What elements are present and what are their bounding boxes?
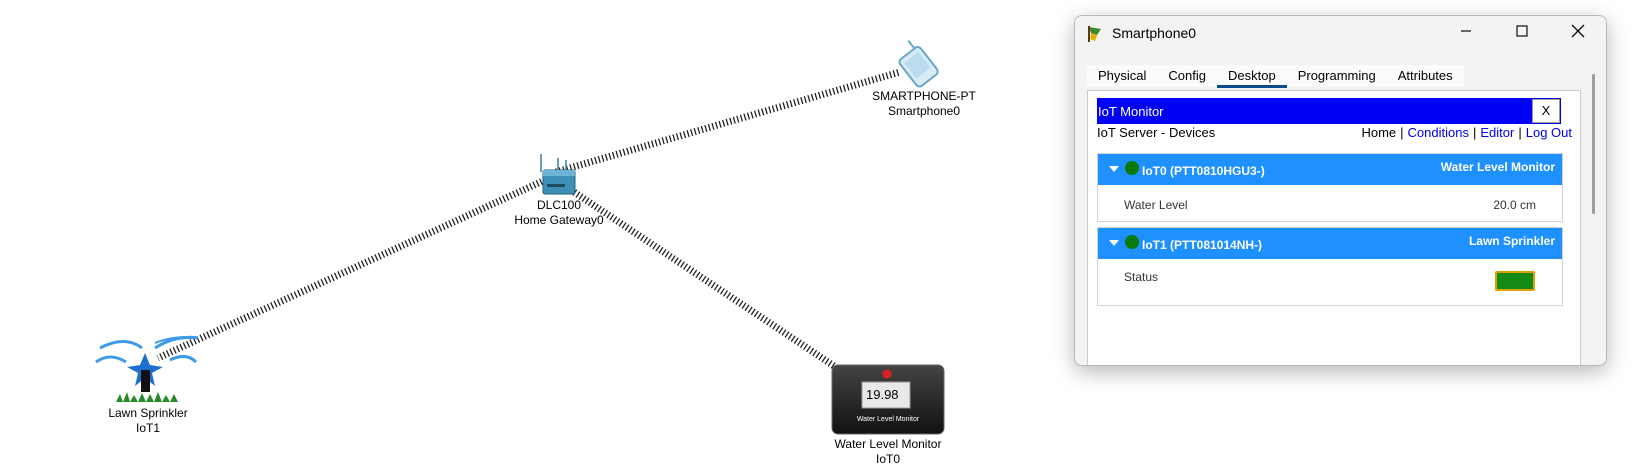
tab-physical[interactable]: Physical [1098, 68, 1147, 83]
iot-server-devices-title: IoT Server - Devices [1097, 125, 1216, 140]
sprinkler-status-toggle[interactable] [1495, 271, 1535, 291]
device-type: Water Level Monitor [1440, 160, 1555, 174]
nav-separator: | [1400, 125, 1404, 140]
iot-monitor-header: IoT Monitor X [1097, 98, 1561, 124]
water-monitor-display-value: 19.98 [866, 387, 899, 402]
device-status-dot [1125, 235, 1139, 249]
iot-monitor-close-button[interactable]: X [1532, 99, 1560, 123]
water-monitor-name: IoT0 [875, 452, 900, 466]
water-level-label: Water Level [1124, 198, 1188, 212]
water-level-value: 20.0 cm [1493, 198, 1536, 212]
link-gateway-smartphone [555, 68, 901, 176]
water-monitor-screen-label: Water Level Monitor [857, 416, 920, 423]
device-status-dot [1125, 161, 1139, 175]
maximize-icon [1516, 24, 1528, 42]
device-name: IoT0 (PTT0810HGU3-) [1142, 164, 1265, 178]
window-tab-bar: Physical Config Desktop Programming Attr… [1087, 65, 1464, 88]
vertical-scrollbar[interactable] [1592, 74, 1595, 214]
tab-config[interactable]: Config [1168, 68, 1206, 83]
smartphone-label: SMARTPHONE-PT Smartphone0 [872, 89, 976, 119]
home-gateway-icon[interactable] [540, 154, 576, 195]
device-name: IoT1 (PTT081014NH-) [1142, 238, 1263, 252]
nav-editor-link[interactable]: Editor [1480, 125, 1515, 140]
chevron-down-icon [1109, 166, 1119, 172]
maximize-button[interactable] [1494, 16, 1550, 50]
window-titlebar[interactable]: Smartphone0 [1075, 16, 1606, 50]
desktop-content-pane: IoT Monitor X IoT Server - Devices Home|… [1087, 90, 1581, 365]
nav-separator: | [1472, 125, 1477, 140]
nav-home-link[interactable]: Home [1361, 125, 1397, 140]
device-card-iot0: IoT0 (PTT0810HGU3-) Water Level Monitor … [1097, 153, 1563, 222]
nav-separator: | [1518, 125, 1522, 140]
device-header-iot1[interactable]: IoT1 (PTT081014NH-) Lawn Sprinkler [1098, 228, 1562, 259]
close-window-button[interactable] [1550, 16, 1606, 50]
nav-conditions-link[interactable]: Conditions [1407, 125, 1469, 140]
smartphone-device-icon[interactable] [892, 38, 940, 89]
tab-programming[interactable]: Programming [1297, 68, 1376, 83]
lawn-sprinkler-icon[interactable] [95, 335, 199, 402]
home-gateway-label: DLC100 Home Gateway0 [514, 198, 603, 228]
chevron-down-icon [1109, 240, 1119, 246]
packet-tracer-app-icon [1087, 25, 1105, 48]
sprinkler-model: Lawn Sprinkler [108, 406, 188, 420]
minimize-button[interactable] [1438, 16, 1494, 50]
tab-attributes[interactable]: Attributes [1397, 68, 1453, 83]
minimize-icon [1460, 24, 1472, 42]
sprinkler-label: Lawn Sprinkler IoT1 [108, 406, 187, 436]
link-gateway-sprinkler [156, 176, 547, 362]
status-label: Status [1124, 270, 1159, 284]
iot-nav-links: Home|Conditions|Editor|Log Out [1361, 125, 1572, 140]
window-title: Smartphone0 [1112, 25, 1197, 41]
tab-desktop[interactable]: Desktop [1217, 65, 1287, 88]
water-monitor-label: Water Level Monitor IoT0 [835, 437, 942, 467]
device-card-iot1: IoT1 (PTT081014NH-) Lawn Sprinkler Statu… [1097, 227, 1563, 306]
home-gateway-name: Home Gateway0 [514, 213, 604, 227]
water-level-monitor-icon[interactable] [831, 364, 945, 435]
sprinkler-name: IoT1 [135, 421, 160, 435]
link-gateway-watermonitor [560, 181, 842, 373]
device-header-iot0[interactable]: IoT0 (PTT0810HGU3-) Water Level Monitor [1098, 154, 1562, 185]
home-gateway-model: DLC100 [536, 198, 582, 212]
nav-logout-link[interactable]: Log Out [1525, 125, 1572, 140]
smartphone-name: Smartphone0 [887, 104, 961, 118]
smartphone-model: SMARTPHONE-PT [872, 89, 976, 103]
smartphone-window[interactable]: Smartphone0 Physical Config Desktop Prog… [1074, 15, 1607, 366]
water-monitor-model: Water Level Monitor [834, 437, 942, 451]
device-type: Lawn Sprinkler [1468, 234, 1555, 248]
iot-monitor-title: IoT Monitor [1098, 104, 1164, 119]
close-icon [1571, 24, 1585, 43]
